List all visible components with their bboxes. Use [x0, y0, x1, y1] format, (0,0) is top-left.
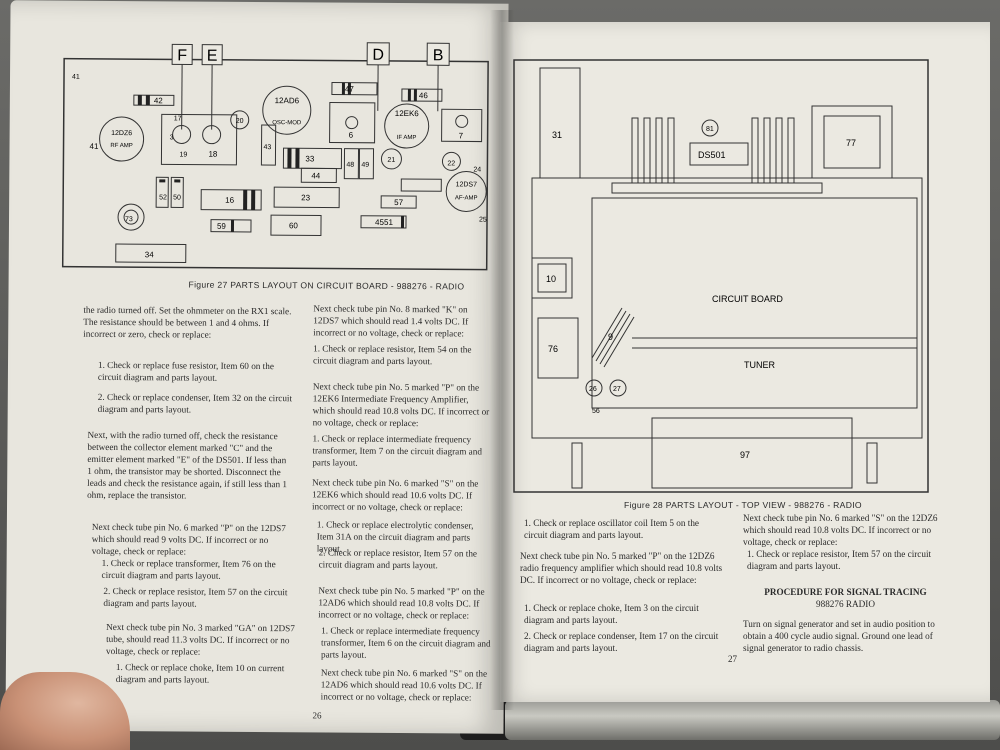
svg-text:33: 33	[305, 154, 315, 163]
pen-barrel	[505, 700, 1000, 740]
paragraph: Next check tube pin No. 5 marked "P" on …	[318, 585, 485, 621]
svg-text:49: 49	[361, 162, 369, 169]
label-tuner: TUNER	[744, 360, 775, 370]
svg-text:12EK6: 12EK6	[395, 109, 420, 118]
letter-B: B	[426, 42, 450, 66]
svg-text:E: E	[207, 48, 218, 65]
svg-text:47: 47	[345, 85, 355, 94]
svg-text:57: 57	[394, 198, 404, 207]
svg-text:12AD6: 12AD6	[275, 96, 300, 105]
book-spine-shadow	[490, 10, 514, 710]
svg-text:50: 50	[173, 194, 181, 201]
section-heading: PROCEDURE FOR SIGNAL TRACING	[764, 587, 927, 597]
letter-F: F	[171, 43, 193, 66]
list-item: 2. Check or replace condenser, Item 17 o…	[524, 631, 719, 653]
label-circuit-board: CIRCUIT BOARD	[712, 294, 783, 304]
label-27: 27	[613, 386, 621, 393]
list-item: 1. Check or replace oscillator coil Item…	[524, 518, 700, 540]
svg-text:23: 23	[301, 193, 311, 202]
paragraph: Turn on signal generator and set in audi…	[743, 619, 935, 653]
svg-text:52: 52	[159, 194, 167, 201]
svg-text:41: 41	[72, 74, 80, 81]
svg-text:12DZ6: 12DZ6	[111, 130, 132, 137]
list-item: 1. Check or replace fuse resistor, Item …	[97, 359, 274, 383]
svg-text:IF AMP: IF AMP	[397, 135, 417, 141]
thumb	[0, 672, 130, 750]
label-10: 10	[546, 274, 556, 284]
paragraph: Next check tube pin No. 6 marked "S" on …	[743, 513, 938, 547]
list-item: 1. Check or replace intermediate frequen…	[320, 625, 491, 660]
paragraph: Next check tube pin No. 5 marked "P" on …	[312, 381, 490, 429]
paragraph: Next check tube pin No. 5 marked "P" on …	[520, 551, 723, 585]
svg-text:44: 44	[311, 171, 321, 180]
letter-E: E	[201, 44, 223, 66]
svg-text:OSC-MOD: OSC-MOD	[272, 120, 302, 126]
svg-text:60: 60	[289, 221, 299, 230]
svg-text:73: 73	[125, 216, 133, 223]
svg-text:42: 42	[154, 96, 164, 105]
label-56: 56	[592, 408, 600, 415]
list-item: 1. Check or replace intermediate frequen…	[312, 433, 482, 468]
list-item: 1. Check or replace resistor, Item 54 on…	[313, 343, 472, 367]
svg-text:24: 24	[473, 167, 481, 174]
svg-text:19: 19	[179, 151, 187, 158]
svg-text:6: 6	[349, 131, 354, 140]
paragraph: Next check tube pin No. 8 marked "K" on …	[313, 303, 469, 339]
paragraph: Next check tube pin No. 6 marked "S" on …	[311, 477, 479, 513]
svg-text:D: D	[372, 47, 384, 64]
svg-text:3: 3	[170, 134, 174, 141]
list-item: 1. Check or replace choke, Item 10 on cu…	[115, 662, 285, 685]
letter-D: D	[366, 42, 390, 66]
svg-text:43: 43	[264, 144, 272, 151]
page-number-left: 26	[312, 710, 322, 721]
svg-text:25: 25	[479, 217, 487, 224]
section-subheading: 988276 RADIO	[816, 599, 875, 609]
svg-text:7: 7	[459, 131, 464, 140]
svg-text:41: 41	[90, 142, 100, 151]
label-26: 26	[589, 386, 597, 393]
label-ds501: DS501	[698, 150, 726, 160]
figure-28-caption: Figure 28 PARTS LAYOUT - TOP VIEW - 9882…	[624, 500, 862, 510]
figure-28-diagram: 31 81 DS501 77 10 CIRCUIT BOARD 76 9 TUN…	[513, 59, 929, 493]
page-number-right: 27	[728, 654, 737, 664]
svg-text:RF AMP: RF AMP	[110, 143, 132, 149]
label-76: 76	[548, 344, 558, 354]
list-item: 2. Check or replace resistor, Item 57 on…	[318, 547, 478, 571]
page-right: 31 81 DS501 77 10 CIRCUIT BOARD 76 9 TUN…	[500, 22, 990, 702]
svg-text:59: 59	[217, 222, 227, 231]
svg-text:22: 22	[447, 160, 455, 167]
label-81: 81	[706, 126, 714, 133]
paragraph: the radio turned off. Set the ohmmeter o…	[83, 304, 292, 340]
list-item: 2. Check or replace resistor, Item 57 on…	[103, 585, 288, 609]
paragraph: Next check tube pin No. 6 marked "S" on …	[320, 667, 488, 703]
svg-text:20: 20	[236, 118, 244, 125]
svg-text:18: 18	[208, 150, 218, 159]
label-9: 9	[608, 332, 613, 342]
label-77: 77	[846, 138, 856, 148]
svg-text:45: 45	[375, 218, 385, 227]
paragraph: Next check tube pin No. 6 marked "P" on …	[91, 521, 286, 557]
svg-text:34: 34	[145, 250, 155, 259]
label-31: 31	[552, 130, 562, 140]
list-item: 1. Check or replace resistor, Item 57 on…	[747, 549, 932, 571]
svg-text:12DS7: 12DS7	[456, 181, 478, 188]
list-item: 1. Check or replace choke, Item 3 on the…	[524, 603, 699, 625]
svg-text:F: F	[177, 47, 187, 64]
paragraph: Next, with the radio turned off, check t…	[87, 429, 287, 501]
svg-text:AF-AMP: AF-AMP	[455, 195, 478, 201]
svg-text:48: 48	[346, 162, 354, 169]
list-item: 2. Check or replace condenser, Item 32 o…	[97, 391, 293, 415]
svg-text:17: 17	[174, 115, 182, 122]
svg-text:51: 51	[384, 218, 394, 227]
list-item: 1. Check or replace transformer, Item 76…	[101, 557, 276, 581]
paragraph: Next check tube pin No. 3 marked "GA" on…	[105, 621, 295, 657]
svg-text:46: 46	[419, 91, 429, 100]
svg-text:B: B	[433, 47, 444, 64]
svg-text:21: 21	[387, 157, 395, 164]
figure-27-caption: Figure 27 PARTS LAYOUT ON CIRCUIT BOARD …	[188, 279, 465, 292]
label-97: 97	[740, 450, 750, 460]
svg-text:16: 16	[225, 196, 235, 205]
